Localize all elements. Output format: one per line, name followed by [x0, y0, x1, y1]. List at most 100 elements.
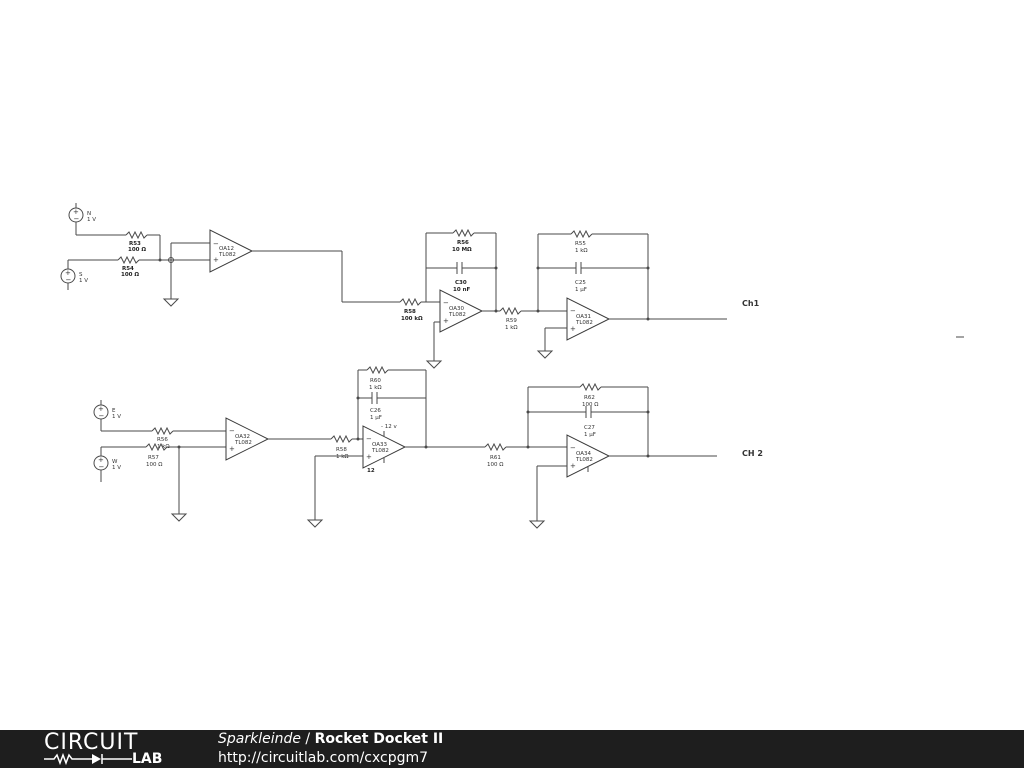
opamp-oa32-model: TL082	[234, 440, 252, 446]
svg-text:+: +	[570, 462, 576, 470]
circuit-title-line: Sparkleinde / Rocket Docket II	[218, 731, 443, 747]
output-ch2-label: CH 2	[742, 449, 763, 458]
svg-text:−: −	[366, 435, 372, 443]
resistor-r60-value: 1 kΩ	[369, 385, 382, 391]
svg-text:−: −	[570, 444, 576, 452]
resistor-r55-value: 1 kΩ	[575, 248, 588, 254]
resistor-r56-name: R56	[157, 437, 168, 443]
resistor-r53-value: 100 Ω	[128, 247, 146, 253]
circuit-url-link[interactable]: http://circuitlab.com/cxcpgm7	[218, 750, 429, 766]
opamp-oa12: − + OA12 TL082	[209, 229, 254, 273]
source-e-value: 1 V	[112, 414, 121, 420]
source-w: + − W 1 V	[93, 447, 121, 482]
svg-text:−: −	[213, 240, 219, 248]
source-w-name: W	[112, 459, 118, 465]
opamp-oa33-pin: 12	[367, 468, 375, 474]
author-link[interactable]: Sparkleinde	[218, 731, 301, 747]
source-s: + − S 1 V	[60, 260, 88, 290]
resistor-r59-name: R59	[506, 318, 517, 324]
resistor-r55: R55 1 kΩ	[570, 229, 593, 254]
opamp-oa30: − + OA30 TL082	[439, 289, 484, 333]
resistor-r61-name: R61	[490, 455, 501, 461]
circuitlab-logo[interactable]: CIRCUIT LAB	[44, 732, 174, 766]
resistor-r55-name: R55	[575, 241, 586, 247]
svg-text:+: +	[229, 445, 235, 453]
capacitor-c27: C27 1 µF	[584, 406, 596, 438]
svg-text:−: −	[443, 299, 449, 307]
capacitor-c30: C30 10 nF	[453, 262, 470, 293]
resistor-r62: R62 100 Ω	[579, 382, 602, 408]
resistor-r56-top-name: R56	[457, 240, 469, 246]
opamp-oa33: − + OA33 TL082 - 12 v 12	[362, 424, 407, 474]
resistor-r58-value: 1 kΩ	[336, 454, 349, 460]
resistor-r59-value: 1 kΩ	[505, 325, 518, 331]
source-n-value: 1 V	[87, 217, 96, 223]
svg-text:+: +	[443, 317, 449, 325]
capacitor-c25: C25 1 µF	[575, 262, 587, 293]
resistor-r61-value: 100 Ω	[487, 462, 503, 468]
opamp-oa12-model: TL082	[218, 252, 236, 258]
source-w-value: 1 V	[112, 465, 121, 471]
opamp-oa31: − + OA31 TL082	[566, 297, 611, 341]
svg-text:+: +	[98, 456, 104, 464]
resistor-r58-top-name: R58	[404, 309, 416, 315]
capacitor-c25-value: 1 µF	[575, 287, 587, 293]
svg-text:+: +	[213, 256, 219, 264]
svg-text:+: +	[98, 405, 104, 413]
resistor-r59: R59 1 kΩ	[499, 306, 522, 331]
resistor-r60-name: R60	[370, 378, 381, 384]
svg-text:−: −	[66, 276, 72, 284]
svg-text:+: +	[366, 453, 372, 461]
svg-text:−: −	[99, 412, 105, 420]
svg-text:−: −	[229, 427, 235, 435]
capacitor-c26-value: 1 µF	[370, 415, 382, 421]
svg-text:+: +	[65, 269, 71, 277]
opamp-oa32-name: OA32	[235, 434, 250, 440]
source-s-value: 1 V	[79, 278, 88, 284]
opamp-oa30-name: OA30	[449, 306, 464, 312]
resistor-r58-top: R58 100 kΩ	[399, 297, 423, 322]
circuit-title-link[interactable]: Rocket Docket II	[314, 731, 444, 747]
resistor-r53-name: R53	[129, 241, 141, 247]
capacitor-c27-value: 1 µF	[584, 432, 596, 438]
svg-text:+: +	[570, 325, 576, 333]
resistor-r54-name: R54	[122, 266, 134, 272]
opamp-oa32: − + OA32 TL082	[225, 417, 270, 461]
resistor-r54: R54 100 Ω	[117, 255, 139, 278]
opamp-oa33-model: TL082	[371, 448, 389, 454]
source-n-name: N	[87, 211, 91, 217]
resistor-r62-name: R62	[584, 395, 595, 401]
source-s-name: S	[79, 272, 83, 278]
resistor-r58-name: R58	[336, 447, 347, 453]
opamp-oa12-name: OA12	[219, 246, 234, 252]
resistor-r54-value: 100 Ω	[121, 272, 139, 278]
source-n: + − N 1 V	[68, 203, 96, 235]
capacitor-c30-value: 10 nF	[453, 287, 470, 293]
footer-bar: CIRCUIT LAB Sparkleinde / Rocket Docket …	[0, 730, 1024, 768]
resistor-r62-value: 100 Ω	[582, 402, 598, 408]
circuit-schematic: + − N 1 V + − S 1 V R53 100 Ω R54 100 Ω …	[60, 203, 964, 529]
opamp-oa34-name: OA34	[576, 451, 591, 457]
svg-text:+: +	[73, 208, 79, 216]
svg-text:−: −	[74, 215, 80, 223]
resistor-r56-top-value: 10 MΩ	[452, 247, 472, 253]
capacitor-c30-name: C30	[455, 280, 467, 286]
capacitor-c26-name: C26	[370, 408, 381, 414]
resistor-r53: R53 100 Ω	[125, 230, 148, 253]
opamp-oa30-model: TL082	[448, 312, 466, 318]
svg-text:−: −	[570, 307, 576, 315]
resistor-r57: R57 100 Ω	[145, 442, 168, 468]
capacitor-c26: C26 1 µF	[370, 392, 382, 421]
opamp-oa31-model: TL082	[575, 320, 593, 326]
resistor-r60: R60 1 kΩ	[366, 365, 389, 391]
logo-circuit-glyph-icon	[44, 753, 132, 765]
svg-text:−: −	[99, 463, 105, 471]
resistor-r57-value: 100 Ω	[146, 462, 162, 468]
source-e: + − E 1 V	[93, 400, 121, 431]
resistor-r58-top-value: 100 kΩ	[401, 316, 423, 322]
capacitor-c27-name: C27	[584, 425, 595, 431]
logo-wordmark-top: CIRCUIT	[44, 730, 139, 755]
resistor-r61: R61 100 Ω	[484, 442, 507, 468]
opamp-oa34-model: TL082	[575, 457, 593, 463]
resistor-r57-name: R57	[148, 455, 159, 461]
